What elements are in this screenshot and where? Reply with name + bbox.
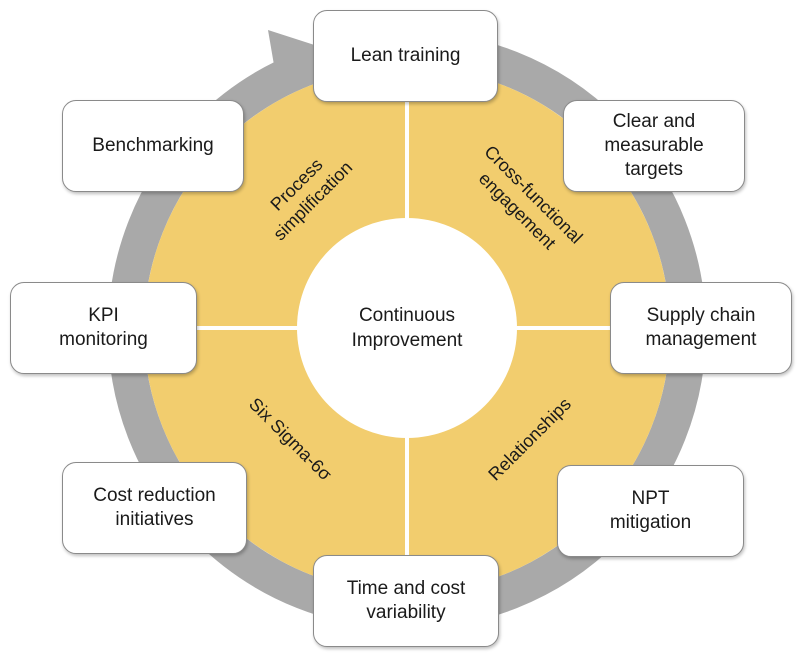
box-cost-reduction-initiatives: Cost reduction initiatives [62,462,247,554]
box-benchmarking: Benchmarking [62,100,244,192]
center-circle: Continuous Improvement [297,218,517,438]
box-lean-training: Lean training [313,10,498,102]
box-kpi-monitoring: KPI monitoring [10,282,197,374]
box-supply-chain-management: Supply chain management [610,282,792,374]
box-clear-measurable-targets: Clear and measurable targets [563,100,745,192]
box-npt-mitigation: NPT mitigation [557,465,744,557]
box-time-cost-variability: Time and cost variability [313,555,499,647]
